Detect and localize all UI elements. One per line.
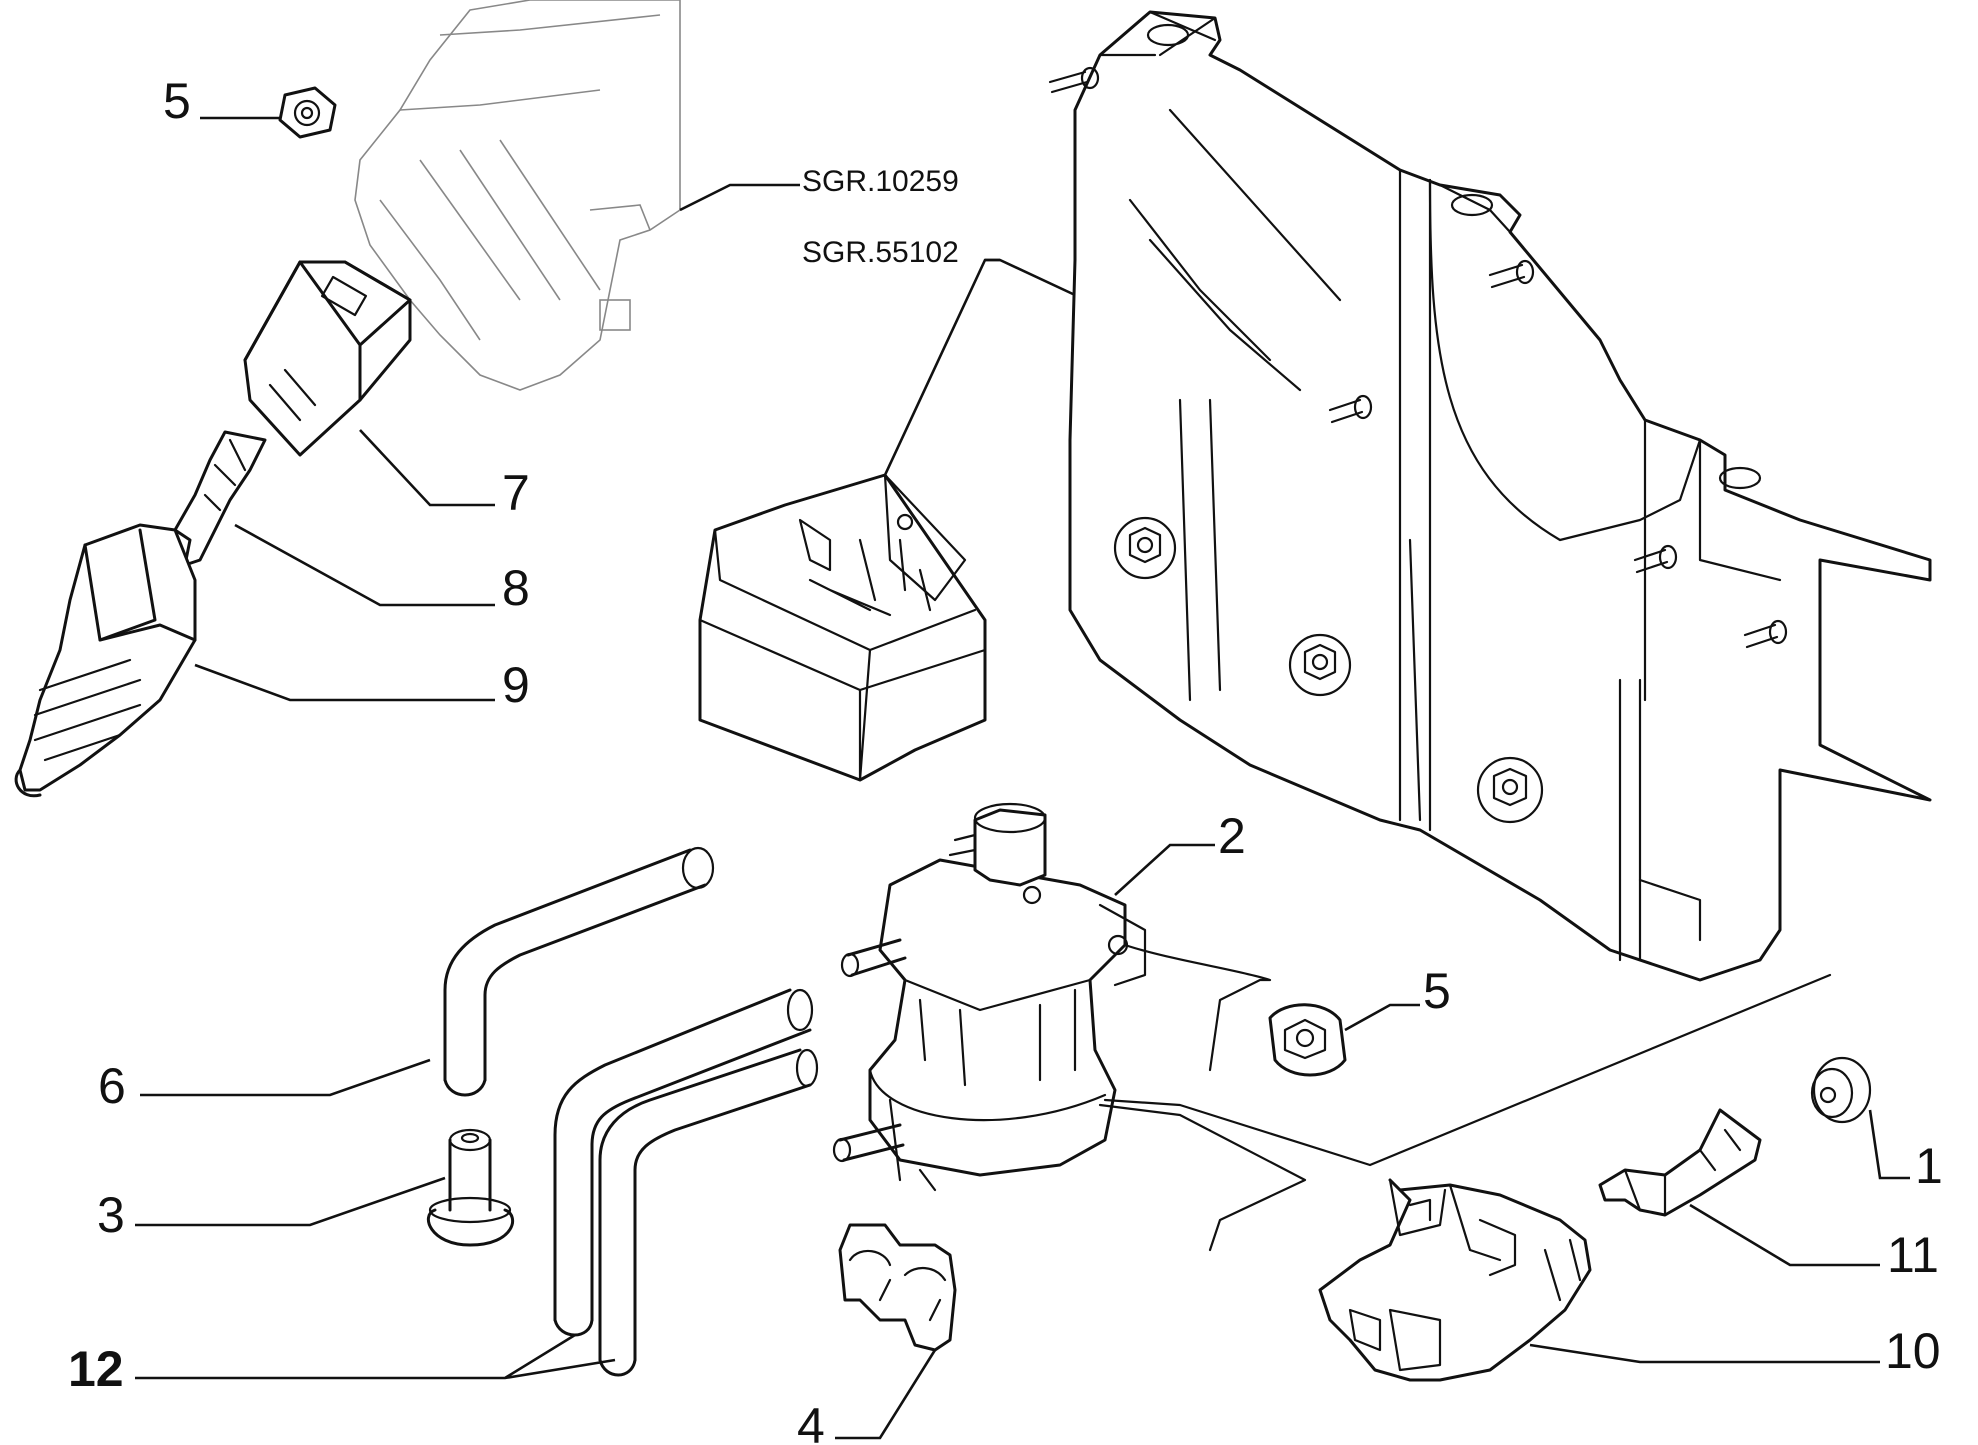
callout-5-top: 5: [163, 73, 191, 129]
grommet-1: [1810, 1056, 1872, 1124]
terminal: [173, 430, 267, 567]
callout-6: 6: [98, 1058, 126, 1114]
control-module: [698, 473, 987, 782]
control-unit-grey: [354, 0, 681, 391]
hose-6: [443, 846, 715, 1097]
reference-label-sgr-10259: SGR.10259: [802, 165, 959, 198]
callout-12: 12: [68, 1341, 124, 1397]
callout-8: 8: [502, 560, 530, 616]
callout-5-mid: 5: [1423, 963, 1451, 1019]
callout-4: 4: [797, 1398, 825, 1445]
background-outlines: [1098, 943, 1832, 1252]
relay: [243, 260, 412, 457]
vacuum-valve: [832, 802, 1147, 1192]
callout-11: 11: [1887, 1227, 1939, 1283]
brake-switch: [14, 523, 197, 798]
callout-7: 7: [502, 465, 530, 521]
callout-2: 2: [1218, 808, 1246, 864]
callout-9: 9: [502, 657, 530, 713]
nut-top: [278, 86, 337, 139]
pin-3: [426, 1128, 515, 1247]
leader-lines: [135, 116, 1910, 1440]
callout-1: 1: [1915, 1138, 1943, 1194]
terminal-11: [1598, 1108, 1762, 1217]
callout-10: 10: [1885, 1323, 1941, 1379]
hoses-12: [553, 988, 819, 1377]
reference-label-sgr-55102: SGR.55102: [802, 236, 959, 269]
connector-10: [1318, 1178, 1592, 1382]
mounting-bracket: [1048, 10, 1932, 982]
callout-3: 3: [97, 1187, 125, 1243]
clip-4: [838, 1223, 957, 1352]
nut-mid: [1268, 1003, 1347, 1077]
